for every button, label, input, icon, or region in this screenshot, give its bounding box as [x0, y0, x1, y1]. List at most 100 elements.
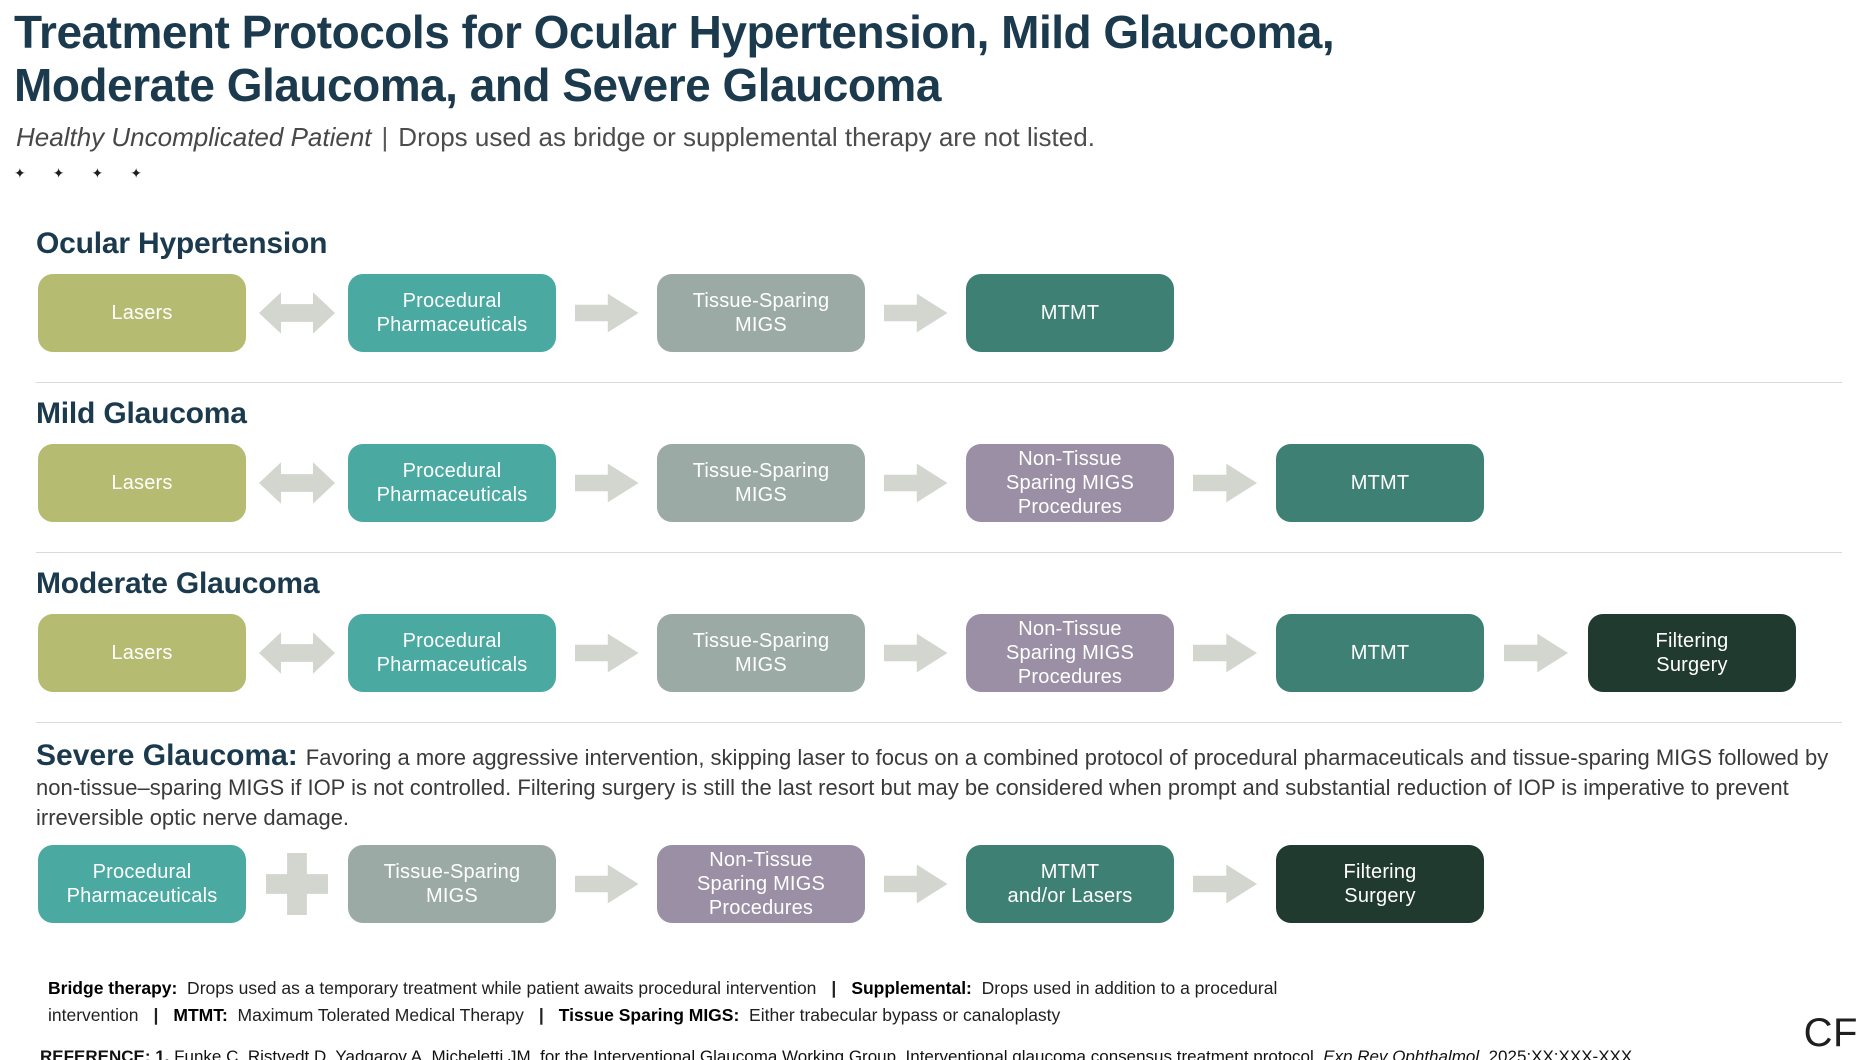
arrow-shape [574, 633, 639, 673]
footnote-marks: ✦✦✦✦ [14, 165, 1874, 185]
node-lasers: Lasers [38, 274, 246, 352]
node-nontissue: Non-Tissue Sparing MIGS Procedures [966, 614, 1174, 692]
definition-text: Drops used in addition to a procedural i… [48, 978, 1278, 1026]
node-label: Non-Tissue Sparing MIGS Procedures [1005, 448, 1134, 518]
node-procedural: Procedural Pharmaceuticals [348, 614, 556, 692]
node-label: Filtering Surgery [1343, 861, 1417, 907]
reference: REFERENCE: 1. Funke C, Ristvedt D, Yadga… [40, 1047, 1874, 1060]
node-nontissue: Non-Tissue Sparing MIGS Procedures [966, 444, 1174, 522]
definition-text: Drops used as a temporary treatment whil… [177, 978, 817, 998]
misspelled-word: Ophthalmol [1392, 1047, 1480, 1060]
reference-text: D, [309, 1047, 336, 1060]
node-label: Procedural Pharmaceuticals [66, 861, 218, 907]
reference-text: REFERENCE: 1. [40, 1047, 175, 1060]
node-lasers: Lasers [38, 444, 246, 522]
arrow-shape [1193, 463, 1257, 503]
node-lasers: Lasers [38, 614, 246, 692]
node-mtmt: MTMT [1276, 444, 1484, 522]
node-procedural: Procedural Pharmaceuticals [38, 845, 246, 923]
section-divider [36, 722, 1842, 723]
node-filtering: Filtering Surgery [1588, 614, 1796, 692]
subtitle-separator: | [381, 122, 389, 152]
node-label: Procedural Pharmaceuticals [376, 460, 528, 506]
arrow-icon [1174, 845, 1276, 923]
node-label: Tissue-Sparing MIGS [692, 290, 830, 336]
arrow-icon [556, 444, 657, 522]
definitions: Bridge therapy: Drops used as a temporar… [48, 975, 1458, 1029]
node-procedural: Procedural Pharmaceuticals [348, 274, 556, 352]
double-arrow-icon [246, 614, 348, 692]
arrow-shape [574, 463, 639, 503]
arrow-shape [1193, 864, 1257, 904]
arrow-shape [1193, 633, 1257, 673]
arrow-icon [1484, 614, 1588, 692]
section-divider [36, 382, 1842, 383]
arrow-shape [883, 633, 948, 673]
node-filtering: Filtering Surgery [1276, 845, 1484, 923]
arrow-icon [865, 845, 966, 923]
subtitle-note: Drops used as bridge or supplemental the… [398, 122, 1095, 152]
definition-separator: | [538, 1005, 544, 1026]
section-heading: Moderate Glaucoma [36, 567, 320, 600]
severe-description: Severe Glaucoma:Favoring a more aggressi… [36, 739, 1829, 831]
double-arrow-icon [246, 444, 348, 522]
section-heading: Severe Glaucoma: [36, 739, 298, 772]
node-label: Lasers [111, 302, 173, 324]
arrow-icon [1174, 444, 1276, 522]
arrow-shape [1504, 633, 1568, 673]
node-label: Tissue-Sparing MIGS [692, 460, 830, 506]
node-mtmt: MTMT and/or Lasers [966, 845, 1174, 923]
definition-term: Tissue Sparing MIGS: [558, 1005, 740, 1026]
page-title-line2: Moderate Glaucoma, and Severe Glaucoma [14, 59, 941, 111]
node-tissue: Tissue-Sparing MIGS [657, 444, 865, 522]
plus-icon [246, 845, 348, 923]
misspelled-word: Micheletti [431, 1047, 504, 1060]
node-label: MTMT [1350, 642, 1410, 664]
page-title-line1: Treatment Protocols for Ocular Hypertens… [14, 6, 1335, 58]
node-label: Non-Tissue Sparing MIGS Procedures [1005, 618, 1134, 688]
plus-shape [266, 853, 328, 915]
section-severe-glaucoma: Severe Glaucoma:Favoring a more aggressi… [36, 722, 1874, 923]
reference-text: . [1479, 1047, 1489, 1060]
definition-term: Supplemental: [851, 978, 972, 998]
arrow-icon [865, 614, 966, 692]
footnote-dagger-icon: ✦ [52, 165, 65, 181]
footnote-dagger-icon: ✦ [91, 165, 104, 181]
definition-text: Either trabecular bypass or canaloplasty [739, 1005, 1061, 1026]
double-arrow-shape [259, 462, 335, 504]
definition-separator: | [831, 978, 837, 998]
node-label: MTMT [1040, 302, 1100, 324]
arrow-icon [556, 274, 657, 352]
arrow-icon [1174, 614, 1276, 692]
section-divider [36, 552, 1842, 553]
double-arrow-shape [259, 292, 335, 334]
subtitle: Healthy Uncomplicated Patient | Drops used… [16, 122, 1874, 153]
reference-text: A, [406, 1047, 432, 1060]
arrow-icon [556, 845, 657, 923]
reference-text: JM, for the Interventional Glaucoma Work… [503, 1047, 1324, 1060]
node-tissue: Tissue-Sparing MIGS [657, 614, 865, 692]
arrow-shape [574, 293, 639, 333]
misspelled-word: Yadgarov [335, 1047, 407, 1060]
section-heading: Mild Glaucoma [36, 397, 247, 430]
reference-text: Funke C, [174, 1047, 248, 1060]
node-procedural: Procedural Pharmaceuticals [348, 444, 556, 522]
node-label: Filtering Surgery [1655, 630, 1729, 676]
footnote-dagger-icon: ✦ [130, 165, 142, 181]
arrow-shape [883, 293, 948, 333]
definition-term: Bridge therapy: [48, 978, 178, 998]
node-mtmt: MTMT [1276, 614, 1484, 692]
reference-text: Exp Rev [1323, 1047, 1393, 1060]
arrow-shape [883, 463, 948, 503]
node-label: Lasers [111, 642, 173, 664]
subtitle-patient-type: Healthy Uncomplicated Patient [16, 122, 372, 152]
flow-row: Lasers Procedural Pharmaceuticals Tissue-S… [38, 444, 1874, 522]
node-nontissue: Non-Tissue Sparing MIGS Procedures [657, 845, 865, 923]
arrow-icon [556, 614, 657, 692]
node-tissue: Tissue-Sparing MIGS [348, 845, 556, 923]
arrow-shape [883, 864, 948, 904]
